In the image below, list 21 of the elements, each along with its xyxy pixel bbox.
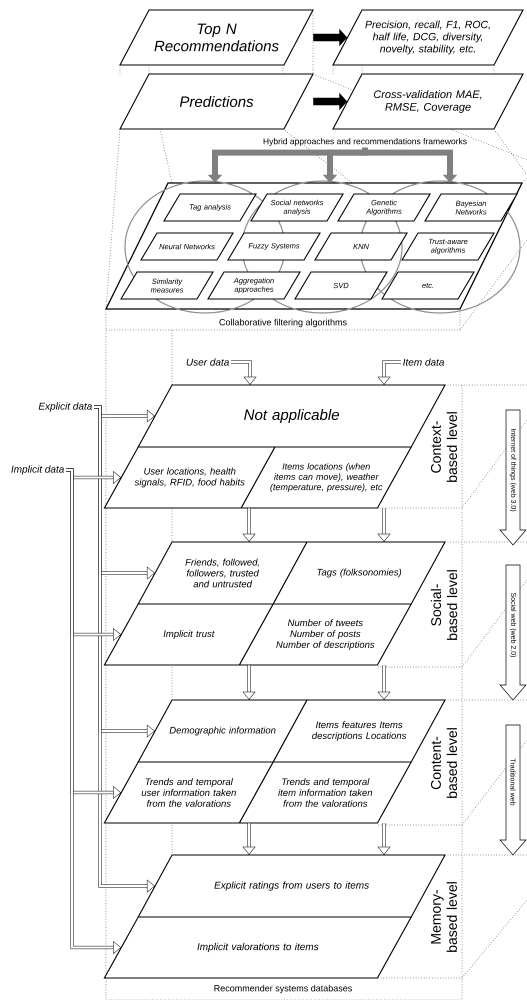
panel-heading: Collaborative filtering algorithms [219,318,347,328]
arrow [378,823,390,855]
metrics-box: Precision, recall, F1, ROC, half life, DCG, diversity, novelty, stability, etc. [332,9,524,66]
node-label: Cross-validation MAE, RMSE, Coverage [374,90,482,113]
data-label: Explicit data [38,402,92,412]
metrics-box: Cross-validation MAE, RMSE, Coverage [332,73,524,130]
arrow [66,468,121,954]
group-heading: Hybrid approaches and recommendations frameworks [264,138,467,146]
arrow [242,665,256,700]
arrow [378,665,390,700]
arrow [378,360,401,385]
data-label: User data [186,358,229,366]
data-label: Implicit data [11,465,64,475]
arrow [242,823,256,855]
arrow [94,405,155,892]
result-box: Top N Recommendations [119,9,314,66]
result-box: Predictions [119,73,314,130]
arrow [242,508,256,542]
arrow [231,360,256,385]
arrow [378,508,390,542]
data-label: Item data [403,358,444,366]
